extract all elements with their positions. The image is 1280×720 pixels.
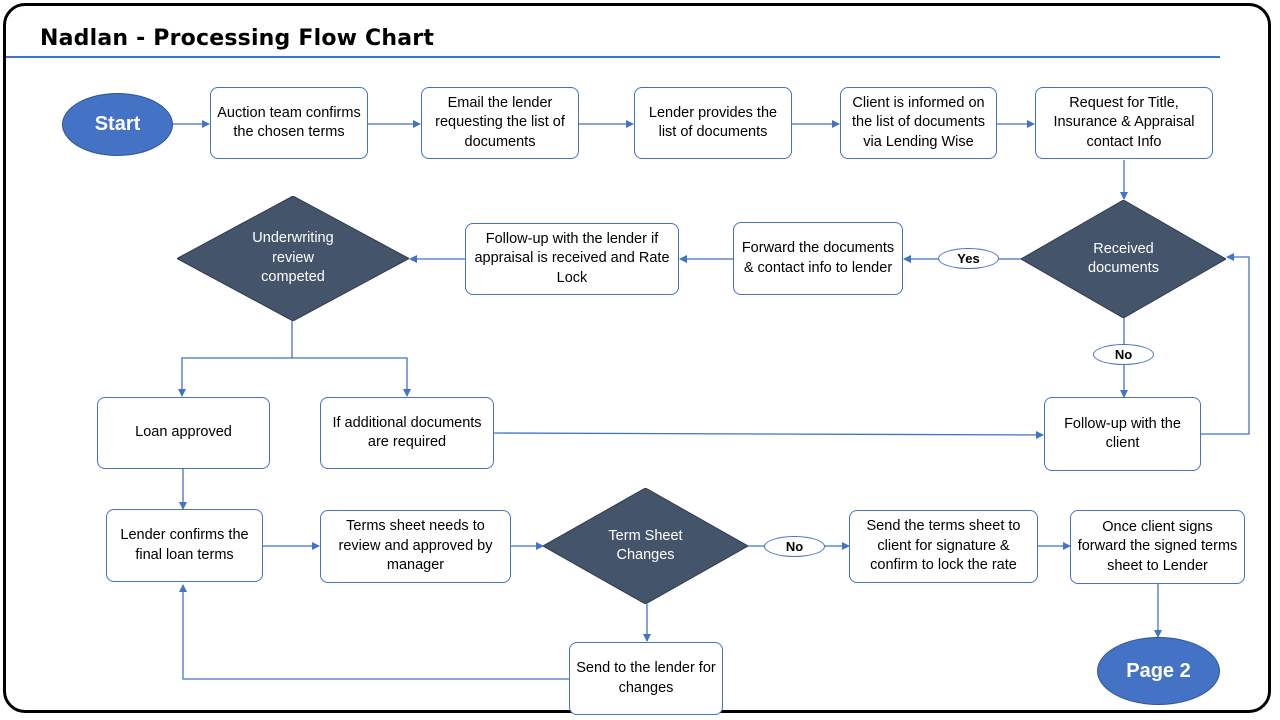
client-signs-step: Once client signs forward the signed ter… — [1070, 510, 1245, 584]
connector-lender-loop — [179, 584, 569, 680]
terms-review-step: Terms sheet needs to review and approved… — [320, 510, 511, 583]
send-terms-step: Send the terms sheet to client for signa… — [849, 510, 1038, 583]
no-label-terms: No — [764, 536, 825, 557]
underwriting-decision: Underwriting review competed — [177, 196, 409, 321]
send-changes-step: Send to the lender for changes — [569, 642, 723, 715]
loan-approved-step: Loan approved — [97, 397, 270, 469]
decision-shape — [1021, 200, 1226, 318]
request-title-step: Request for Title, Insurance & Appraisal… — [1035, 87, 1213, 159]
connector-underwriting-split — [178, 321, 293, 397]
decision-shape — [543, 488, 748, 604]
no-label-received: No — [1093, 344, 1154, 365]
yes-label: Yes — [938, 248, 999, 269]
follow-up-lender-step: Follow-up with the lender if appraisal i… — [465, 223, 679, 295]
connector-underwriting-additional — [292, 357, 411, 397]
page-2-terminal: Page 2 — [1097, 637, 1220, 705]
title-divider — [6, 56, 1220, 58]
lender-provides-step: Lender provides the list of documents — [634, 87, 792, 159]
decision-label: Term Sheet Changes — [608, 527, 683, 564]
lender-confirms-step: Lender confirms the final loan terms — [106, 509, 263, 582]
connector-client-loop — [1201, 253, 1250, 435]
received-documents-decision: Received documents — [1021, 200, 1226, 318]
connector-additional-client — [493, 430, 1044, 439]
start-terminal: Start — [62, 93, 173, 156]
page-title: Nadlan - Processing Flow Chart — [40, 26, 435, 51]
auction-team-step: Auction team confirms the chosen terms — [210, 87, 368, 159]
forward-documents-step: Forward the documents & contact info to … — [733, 222, 903, 295]
client-informed-step: Client is informed on the list of docume… — [840, 87, 997, 159]
decision-label: Underwriting review competed — [252, 230, 334, 286]
decision-label: Received documents — [1088, 240, 1159, 277]
term-sheet-changes-decision: Term Sheet Changes — [543, 488, 748, 604]
decision-shape — [177, 196, 409, 321]
follow-up-client-step: Follow-up with the client — [1044, 397, 1201, 471]
additional-documents-step: If additional documents are required — [320, 397, 494, 469]
email-lender-step: Email the lender requesting the list of … — [421, 87, 579, 159]
